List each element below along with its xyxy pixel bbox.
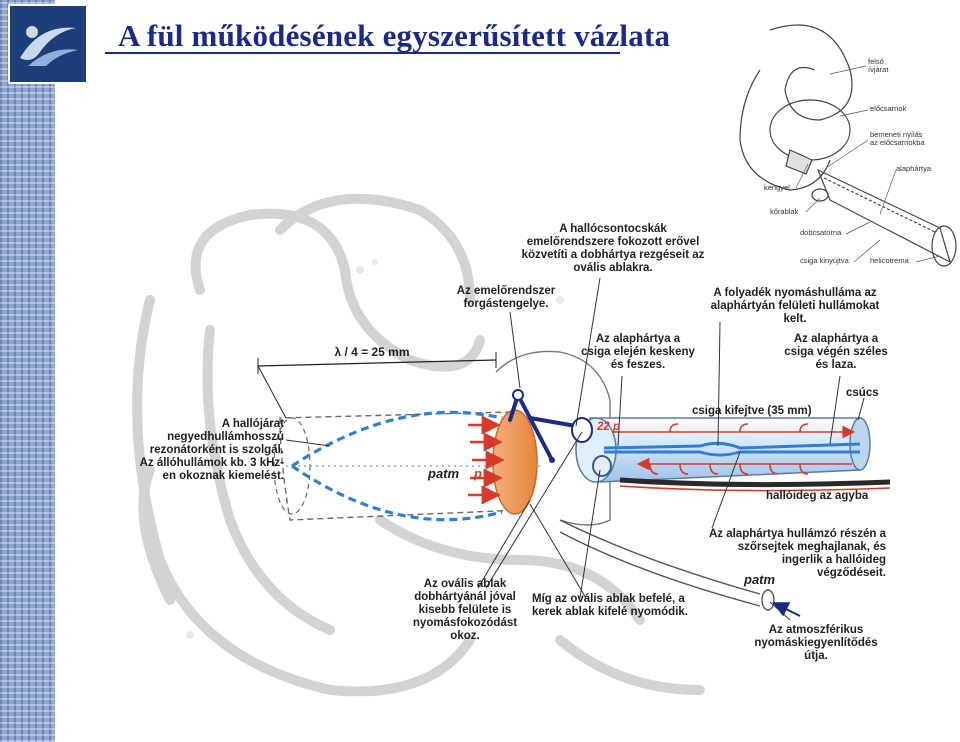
- sidebar-pattern: [0, 0, 55, 742]
- label-quarter-wave: λ / 4 = 25 mm: [334, 345, 410, 359]
- label-auditory-nerve: hallóideg az agyba: [766, 490, 869, 502]
- inset-label-basilar: alaphártya: [896, 164, 932, 173]
- label-equalization: Az atmoszférikus nyomáskiegyenlítődés út…: [754, 624, 878, 662]
- standing-wave: [291, 410, 503, 522]
- label-pivot-axis: Az emelőrendszer forgástengelye.: [456, 285, 556, 310]
- label-p-pressure: p: [474, 466, 482, 481]
- inset-label-vestibule: előcsarnok: [870, 104, 907, 113]
- label-apex: csúcs: [846, 387, 879, 399]
- label-p-atm-canal: patm: [428, 466, 460, 481]
- ear-outline-background: [132, 193, 705, 697]
- label-oval-window: Az ovális ablak dobhártyánál jóval kiseb…: [412, 578, 518, 642]
- leader-lines: [285, 277, 865, 621]
- fluid-flow-arrows: [612, 423, 856, 475]
- auditory-nerve: [619, 477, 891, 488]
- inset-label-round-window: kőrablak: [770, 207, 799, 216]
- inset-label-helicotrema: helicotrema: [870, 256, 909, 265]
- equalization-arrow: [772, 602, 801, 617]
- label-pressure-22p: 22 p: [597, 421, 621, 433]
- label-round-window: Míg az ovális ablak befelé, a kerek abla…: [532, 593, 688, 618]
- middle-ear-cavity: [495, 350, 611, 526]
- label-hair-cells: Az alaphártya hullámzó részén a szőrsejt…: [708, 528, 886, 579]
- page-title: A fül működésének egyszerűsített vázlata: [118, 18, 671, 53]
- inset-label-upper-canal: felső ívjárat: [868, 57, 889, 75]
- label-cochlea-extended: csiga kifejtve (35 mm): [692, 405, 812, 417]
- quarter-wave-dimension: [257, 359, 497, 367]
- title-underline: [105, 52, 620, 54]
- pressure-arrows: [468, 415, 505, 505]
- university-logo: [8, 4, 88, 84]
- eustachian-tube: [559, 519, 761, 595]
- inset-label-stapes: kengyel: [764, 183, 790, 192]
- inset-inner-ear-sketch: [739, 24, 957, 267]
- label-wave-in-fluid: A folyadék nyomáshulláma az alaphártyán …: [710, 287, 880, 325]
- inset-label-extension: csiga kinyújtva: [800, 256, 849, 265]
- eardrum: [492, 409, 538, 515]
- label-membrane-start: Az alaphártya a csiga elején keskeny és …: [581, 333, 695, 371]
- label-ossicle-lever: A hallócsontocskák emelőrendszere fokozo…: [521, 223, 705, 274]
- label-p-atm-tube: patm: [744, 572, 776, 587]
- label-ear-canal: A hallójárat negyedhullámhosszú rezonáto…: [139, 418, 284, 482]
- inset-label-tympanic: dobcsatorna: [800, 228, 842, 237]
- inset-label-entrance: bemeneti nyílás az előcsarnokba: [870, 130, 925, 148]
- label-membrane-end: Az alaphártya a csiga végén széles és la…: [784, 333, 888, 371]
